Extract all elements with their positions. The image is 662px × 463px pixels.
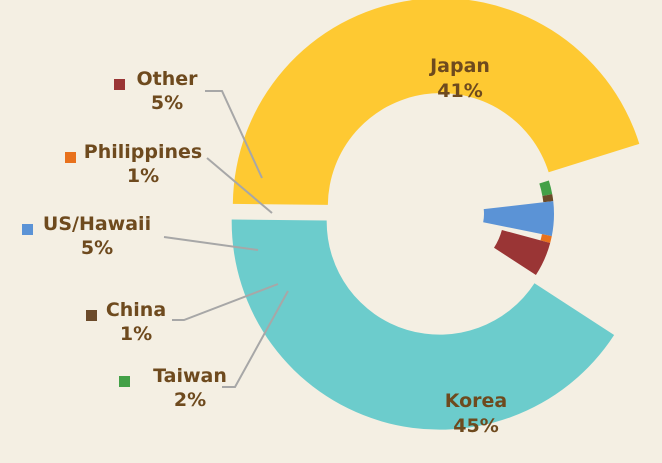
- marker-other: [114, 79, 125, 90]
- slice-taiwan: [539, 180, 553, 196]
- slice-korea: [232, 0, 640, 205]
- label-name-japan: Japan: [428, 55, 490, 77]
- label-pct-other: 5%: [151, 92, 183, 114]
- leader-line-other: [205, 90, 263, 179]
- marker-philippines: [65, 152, 76, 163]
- label-pct-japan: 41%: [437, 80, 482, 102]
- leader-line-philippines: [206, 157, 273, 214]
- label-name-philippines: Philippines: [84, 141, 202, 163]
- leader-line-us-hawaii: [163, 236, 259, 251]
- marker-us-hawaii: [22, 224, 33, 235]
- slice-china: [542, 194, 554, 203]
- slice-philippines: [540, 234, 552, 243]
- label-name-other: Other: [136, 68, 198, 90]
- label-pct-china: 1%: [120, 323, 152, 345]
- slices-layer: [231, 0, 640, 430]
- label-pct-taiwan: 2%: [174, 389, 206, 411]
- leader-line-taiwan: [222, 290, 289, 388]
- leader-lines-layer: [163, 90, 289, 388]
- leader-line-china: [172, 283, 279, 321]
- label-pct-korea: 45%: [453, 415, 498, 437]
- marker-china: [86, 310, 97, 321]
- slice-us-hawaii: [483, 201, 555, 237]
- slice-japan: [231, 219, 615, 430]
- label-name-taiwan: Taiwan: [153, 365, 227, 387]
- label-pct-philippines: 1%: [127, 165, 159, 187]
- label-name-china: China: [106, 299, 166, 321]
- slice-other: [494, 230, 551, 275]
- label-pct-us-hawaii: 5%: [81, 237, 113, 259]
- marker-taiwan: [119, 376, 130, 387]
- label-name-us-hawaii: US/Hawaii: [43, 213, 151, 235]
- labels-layer: Japan41%Korea45%Taiwan2%China1%US/Hawaii…: [22, 55, 507, 437]
- label-name-korea: Korea: [445, 390, 508, 412]
